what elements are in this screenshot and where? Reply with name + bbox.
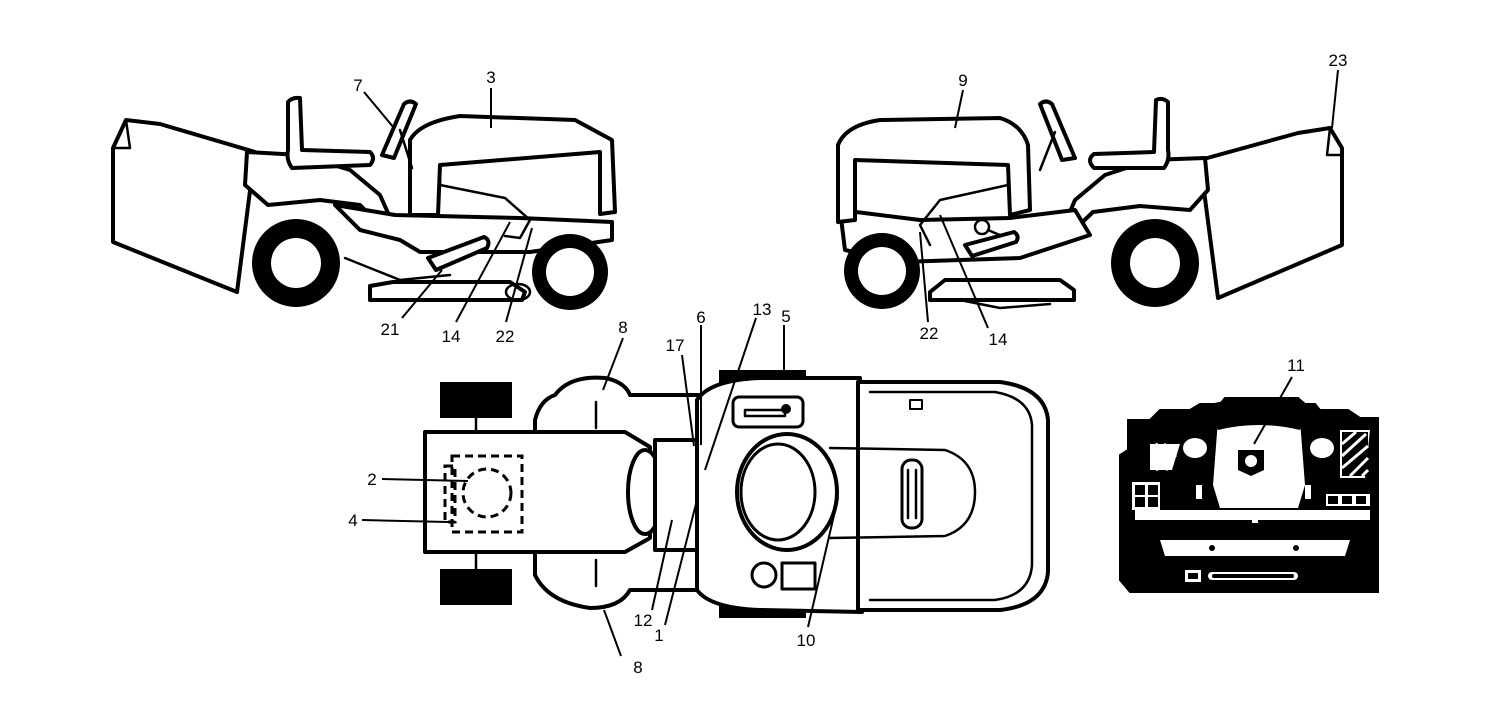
callout-6: 6 xyxy=(696,308,705,327)
callout-14-right: 14 xyxy=(989,330,1008,349)
callout-3: 3 xyxy=(486,68,495,87)
leader-17 xyxy=(681,354,695,447)
leader-12 xyxy=(651,519,673,611)
callout-2: 2 xyxy=(367,470,376,489)
callout-10: 10 xyxy=(797,631,816,650)
leader-8-top xyxy=(602,337,624,391)
callout-23: 23 xyxy=(1329,51,1348,70)
leader-4 xyxy=(361,519,449,523)
callout-14-left: 14 xyxy=(442,327,461,346)
leader-22-left xyxy=(505,227,533,323)
callout-8-top: 8 xyxy=(618,318,627,337)
callout-17: 17 xyxy=(666,336,685,355)
callout-22-left: 22 xyxy=(496,327,515,346)
leader-23 xyxy=(1331,69,1339,129)
tractor-left-side-view xyxy=(111,95,617,310)
callout-5: 5 xyxy=(781,307,790,326)
callout-1: 1 xyxy=(654,626,663,645)
callout-4: 4 xyxy=(348,511,357,530)
leader-13 xyxy=(704,317,757,471)
leader-14-left xyxy=(455,221,511,323)
leader-14-right xyxy=(939,214,989,329)
callout-9: 9 xyxy=(958,71,967,90)
leader-lines xyxy=(361,69,1339,657)
callout-labels: 7 3 9 23 21 14 22 22 14 8 17 6 13 5 2 4 … xyxy=(348,51,1347,677)
leader-2 xyxy=(381,478,469,482)
callout-8-bottom: 8 xyxy=(633,658,642,677)
callout-22-right: 22 xyxy=(920,324,939,343)
callout-21: 21 xyxy=(381,320,400,339)
leader-22-right xyxy=(919,231,929,323)
callout-13: 13 xyxy=(753,300,772,319)
leader-10 xyxy=(807,497,839,628)
leader-7 xyxy=(363,91,395,129)
leader-8-bottom xyxy=(603,609,622,657)
callout-7: 7 xyxy=(353,76,362,95)
callout-11: 11 xyxy=(1287,356,1305,375)
dash-panel-view xyxy=(1119,397,1379,593)
tractor-right-side-view xyxy=(836,96,1344,310)
leader-21 xyxy=(401,269,443,319)
leader-9 xyxy=(954,89,964,129)
leader-1 xyxy=(664,499,698,626)
callout-12: 12 xyxy=(634,611,653,630)
leader-11 xyxy=(1253,376,1293,445)
tractor-top-view xyxy=(423,370,1050,618)
